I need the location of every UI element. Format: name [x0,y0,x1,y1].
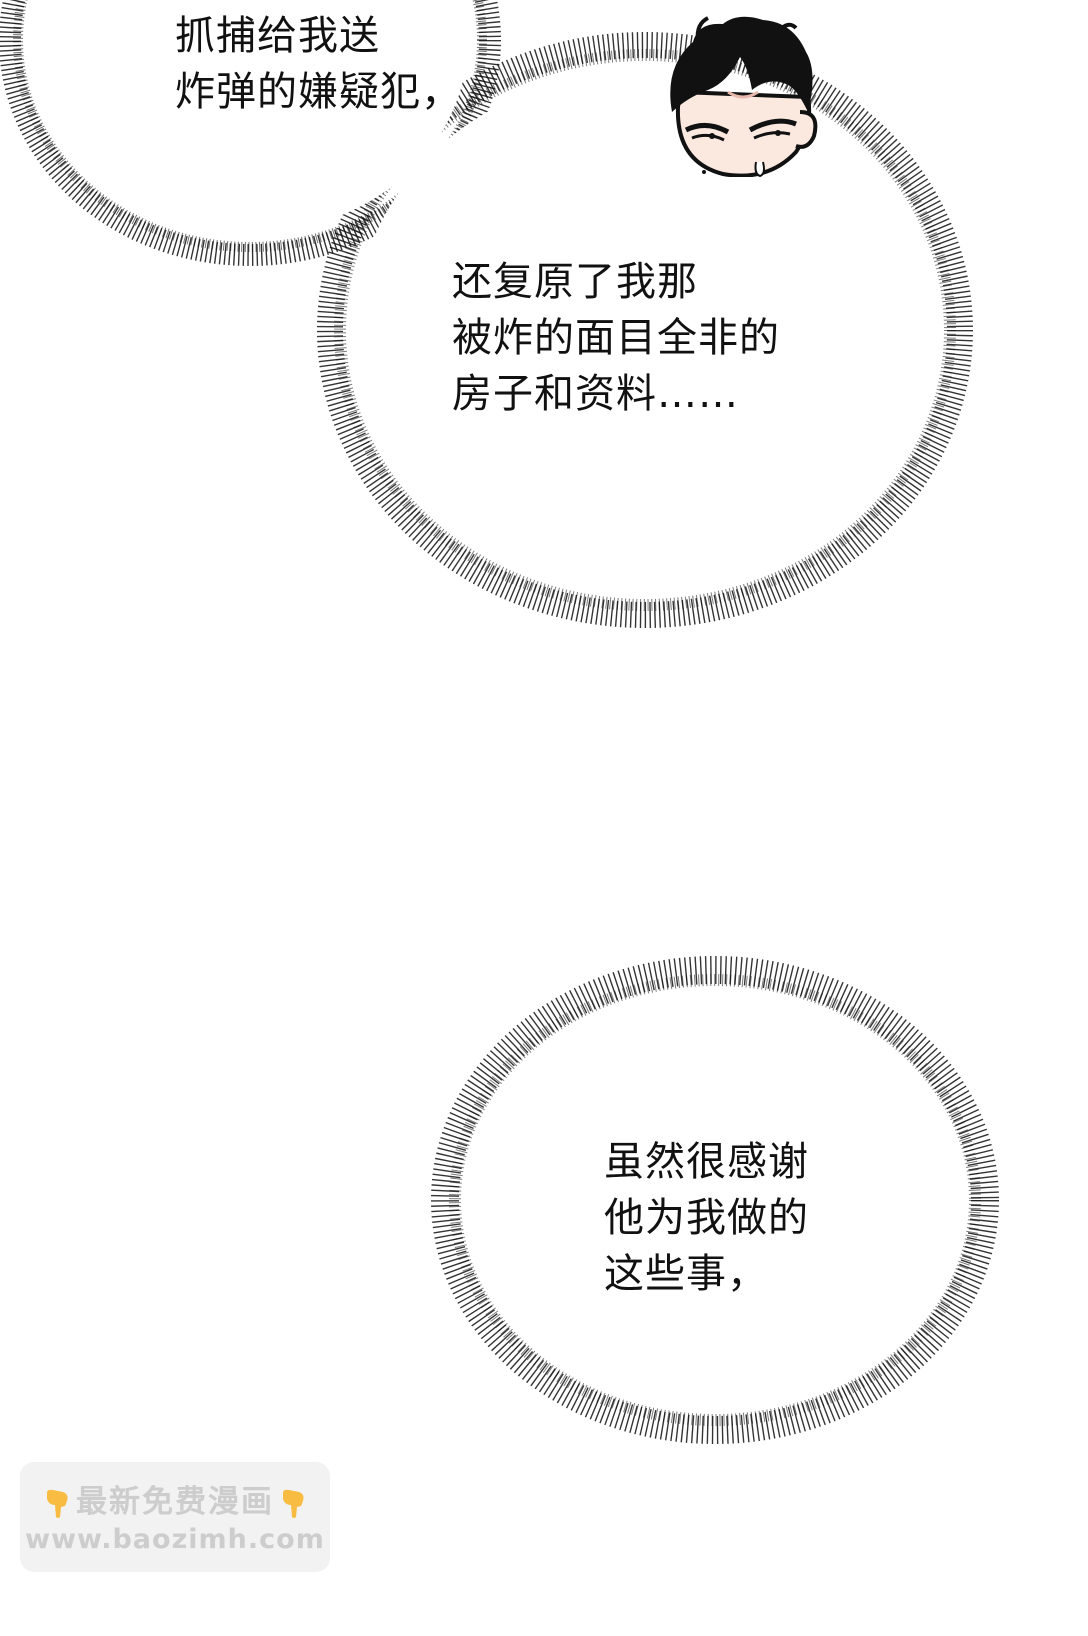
bubble-1-outline [0,0,501,266]
bubble-3-fill [471,995,959,1405]
watermark-banner: 最新免费漫画 www.baozimh.com [20,1462,330,1572]
bubble-2-text: 还复原了我那 被炸的面目全非的 房子和资料…… [452,259,780,417]
bubble-1-text: 抓捕给我送 炸弹的嫌疑犯， [175,13,462,115]
watermark-title: 最新免费漫画 [76,1484,274,1520]
watermark-title-row: 最新免费漫画 [20,1476,330,1521]
bubble-2-fill [355,70,935,590]
bubble-1-fill [32,0,468,233]
watermark-url: www.baozimh.com [25,1524,325,1555]
chibi-man-annoyed-face-icon [670,16,818,177]
pointing-down-hand-icon [283,1489,304,1518]
bubble-2-outline [317,32,973,628]
bubble-3-outline [431,956,999,1444]
bubble-3-text: 虽然很感谢 他为我做的 这些事， [604,1139,809,1297]
pointing-down-hand-icon [47,1489,68,1518]
